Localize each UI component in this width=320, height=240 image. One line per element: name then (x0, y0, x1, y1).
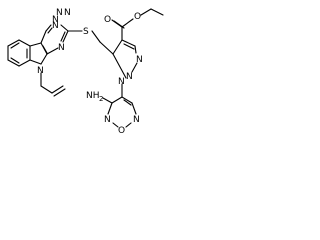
allyl-group (40, 72, 66, 97)
triazine-n-top: N (64, 8, 71, 18)
triazole-n-right: N (136, 55, 143, 65)
sulfur-atom: S (83, 27, 89, 37)
triazole-n-bottom: N (118, 77, 125, 87)
triazine-n-bottom: N (58, 43, 65, 53)
amino-bond (102, 97, 113, 104)
furazan-oxygen: O (118, 126, 125, 136)
furazan-n-left: N (104, 115, 111, 125)
benzene-ring (7, 39, 31, 67)
furazan-ring (107, 96, 137, 128)
triazole-ring (112, 39, 138, 79)
furazan-n-right: N (133, 115, 140, 125)
thioether-linker (67, 30, 114, 55)
triazine-n-top-right: N (56, 8, 63, 18)
indole-nitrogen: N (37, 66, 44, 76)
ethyl-ester (111, 8, 164, 41)
pyrrole-ring (29, 42, 48, 65)
triazine-n-ring: N (52, 21, 59, 31)
carbonyl-oxygen: O (104, 15, 111, 25)
amino-subscript: 2 (99, 95, 103, 103)
ester-oxygen: O (134, 12, 141, 22)
triazole-n-left: N (126, 72, 133, 82)
amino-group-label: NH (86, 91, 100, 101)
molecule-structure: N N N N S O O N N N N N NH 2 N N O (7, 8, 164, 136)
triazine-n-top-left: N (52, 15, 59, 25)
triazine-ring (40, 24, 69, 55)
